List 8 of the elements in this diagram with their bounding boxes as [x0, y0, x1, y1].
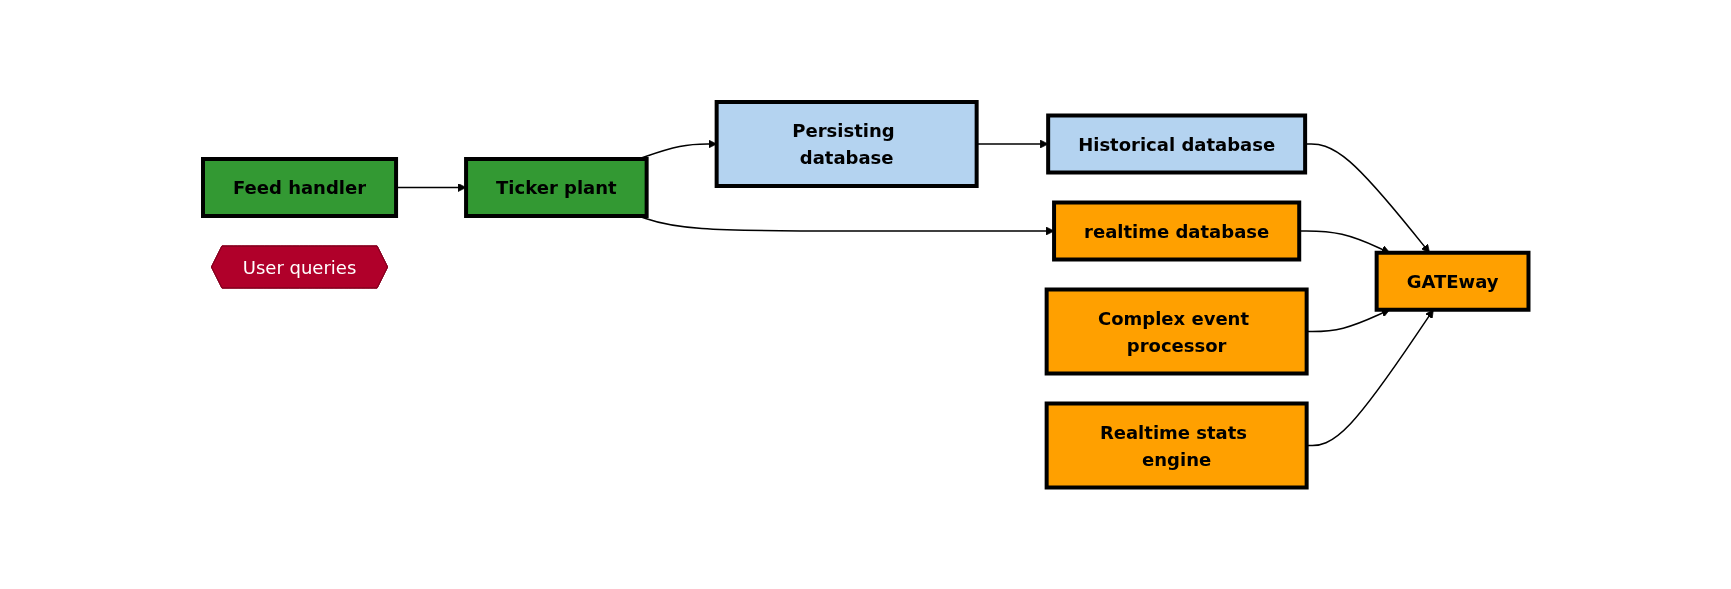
- node-box: realtime database: [1051, 200, 1301, 262]
- node-box: Persisting database: [714, 99, 979, 188]
- node-box: Realtime stats engine: [1044, 401, 1309, 490]
- node-box: Complex event processor: [1044, 287, 1309, 376]
- node-box: GATEway: [1374, 250, 1531, 312]
- node-box: Ticker plant: [463, 156, 649, 218]
- node-box: Historical database: [1045, 113, 1307, 175]
- node-box: Feed handler: [200, 156, 398, 218]
